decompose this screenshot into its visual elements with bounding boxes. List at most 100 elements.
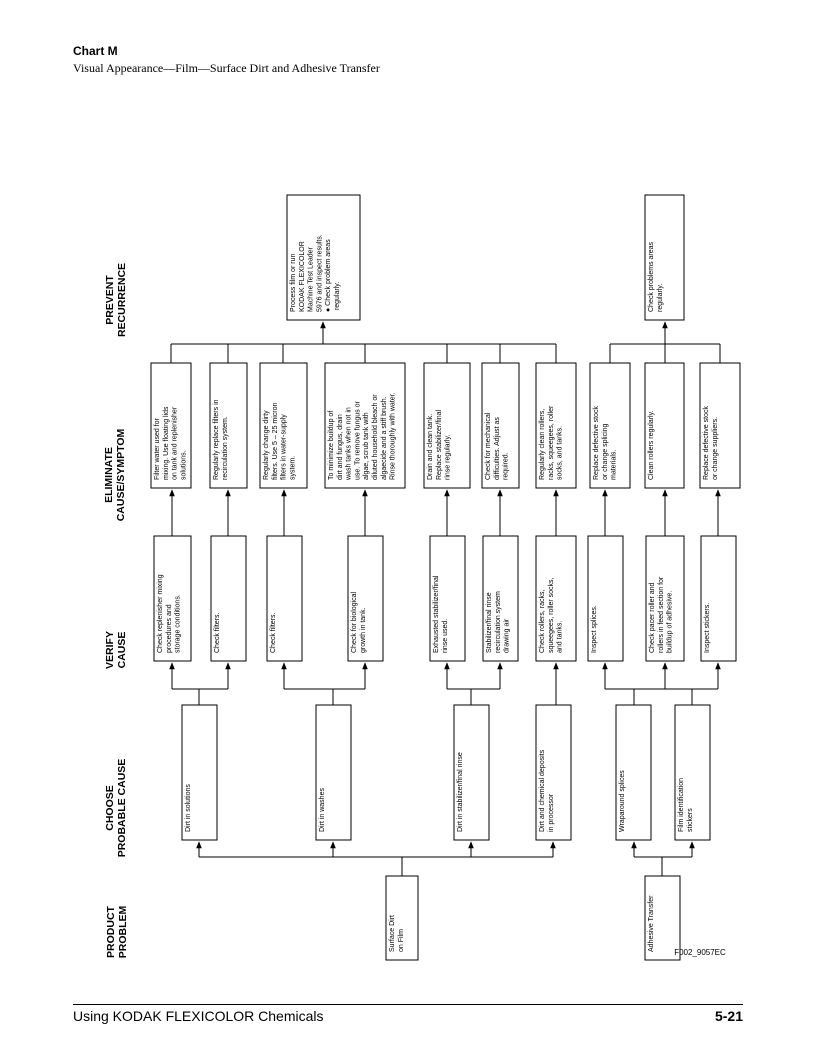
box-frame [259, 362, 308, 489]
box-frame [482, 535, 519, 662]
box-frame [481, 362, 520, 489]
column-header-probable-cause: CHOOSEPROBABLE CAUSE [104, 759, 128, 858]
box-frame [453, 704, 490, 841]
page-number: 5-21 [714, 1008, 743, 1024]
box-frame [181, 704, 218, 841]
box-frame [315, 704, 352, 841]
box-text: Wraparound splices [619, 770, 626, 832]
box-frame [587, 535, 624, 662]
box-elim-drain: Drain and clean tank.Replace stabilizer/… [423, 362, 471, 489]
box-frame [535, 704, 572, 841]
chart-title: Chart M [73, 44, 118, 58]
figure-id: F002_9057EC [674, 948, 726, 957]
box-text: Check filters. [270, 612, 277, 653]
box-frame [699, 362, 741, 489]
box-frame [153, 535, 192, 662]
column-headers: PRODUCTPROBLEM CHOOSEPROBABLE CAUSE VERIFY… [103, 263, 129, 958]
box-frame [209, 362, 248, 489]
box-text: Inspect splices. [591, 605, 598, 653]
svg-text:PREVENTRECURRENCE: PREVENTRECURRENCE [104, 263, 128, 337]
column-header-prevent-recurrence: PREVENTRECURRENCE [104, 263, 128, 337]
box-verify-rollers: Check rollers, racks,squeegees, roller s… [535, 535, 577, 662]
column-header-verify-cause: VERIFYCAUSE [104, 631, 128, 669]
column-header-eliminate-cause: ELIMINATECAUSE/SYMPTOM [103, 428, 127, 521]
column-header-product-problem: PRODUCTPROBLEM [105, 905, 129, 958]
box-frame [535, 362, 577, 489]
box-text: Clean rollers regularly. [648, 410, 655, 480]
box-text: Regularly clean rollers,racks, squeegees… [539, 405, 564, 480]
box-text: Dirt in stabilizer/final rinse [457, 752, 464, 832]
svg-text:VERIFYCAUSE: VERIFYCAUSE [104, 631, 128, 669]
box-text: Dirt in solutions [185, 784, 192, 832]
box-frame [266, 535, 303, 662]
box-frame [644, 194, 685, 321]
box-frame [644, 875, 681, 961]
box-cause-solutions: Dirt in solutions [181, 704, 218, 841]
box-frame [645, 535, 685, 662]
box-frame [644, 362, 685, 489]
box-cause-stabilizer: Dirt in stabilizer/final rinse [453, 704, 490, 841]
box-frame [535, 535, 577, 662]
connector-lines [169, 321, 721, 876]
footer-rule [73, 1004, 743, 1005]
svg-text:ELIMINATECAUSE/SYMPTOM: ELIMINATECAUSE/SYMPTOM [103, 428, 127, 521]
box-verify-splices: Inspect splices. [587, 535, 624, 662]
box-frame [347, 535, 384, 662]
box-frame [385, 875, 419, 961]
box-frame [286, 194, 361, 321]
svg-text:PRODUCTPROBLEM: PRODUCTPROBLEM [105, 905, 129, 958]
box-frame [674, 704, 711, 841]
box-text: Adhesive Transfer [648, 895, 655, 952]
box-text: Check filters. [214, 612, 221, 653]
box-text: Dirt in washes [319, 788, 326, 832]
box-text: Check rollers, racks,squeegees, roller s… [539, 577, 564, 653]
box-frame [429, 535, 466, 662]
box-frame [150, 362, 192, 489]
box-frame [615, 704, 652, 841]
box-verify-stickers: Inspect stickers. [700, 535, 737, 662]
svg-text:CHOOSEPROBABLE CAUSE: CHOOSEPROBABLE CAUSE [104, 759, 128, 858]
box-text: Drain and clean tank.Replace stabilizer/… [427, 410, 452, 480]
footer-title: Using KODAK FLEXICOLOR Chemicals [73, 1008, 324, 1024]
box-frame [423, 362, 471, 489]
chart-subtitle: Visual Appearance—Film—Surface Dirt and … [73, 61, 380, 75]
box-cause-washes: Dirt in washes [315, 704, 352, 841]
box-problem-adhesive: Adhesive Transfer [644, 875, 681, 961]
box-cause-wraparound: Wraparound splices [615, 704, 652, 841]
box-elim-clean-rollers: Regularly clean rollers,racks, squeegees… [535, 362, 577, 489]
